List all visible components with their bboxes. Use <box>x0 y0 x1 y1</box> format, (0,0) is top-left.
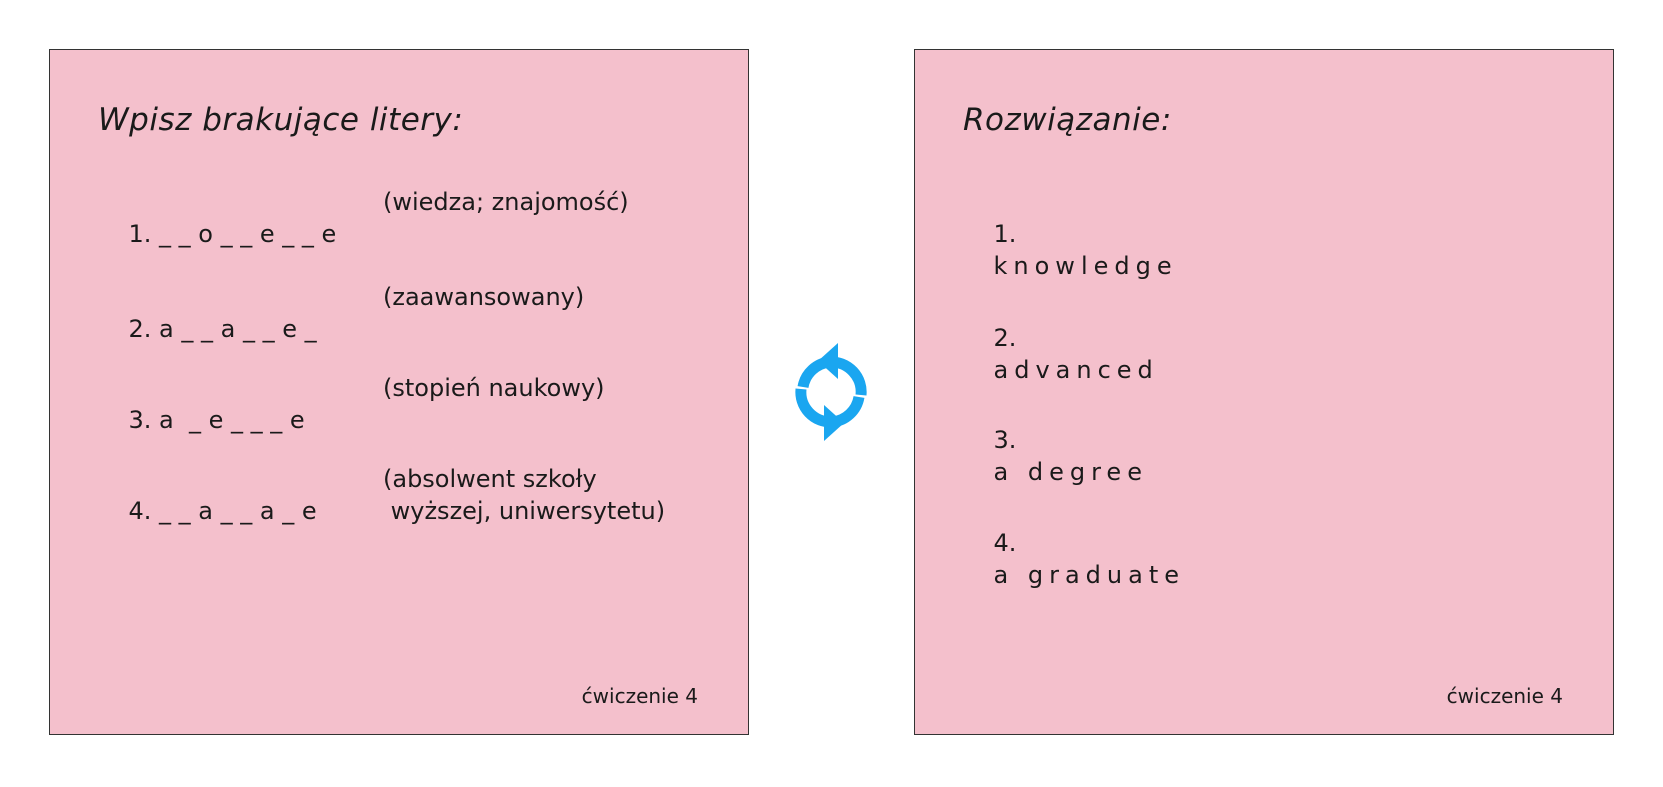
answer-word: a graduate <box>993 561 1185 589</box>
answer-item: 2. advanced <box>963 290 1159 418</box>
task-word[interactable]: 4. _ _ a _ _ a _ e <box>128 497 317 525</box>
solution-card: Rozwiązanie: 1. knowledge 2. advanced 3.… <box>914 49 1614 735</box>
task-item: 1. _ _ o _ _ e _ _ e (wiedza; znajomość) <box>98 186 629 314</box>
task-word[interactable]: 3. a _ e _ _ _ e <box>128 406 305 434</box>
solution-title: Rozwiązanie: <box>963 102 1172 138</box>
task-word[interactable]: 2. a _ _ a _ _ e _ <box>128 315 317 343</box>
task-hint: (stopień naukowy) <box>383 374 605 402</box>
answer-item: 4. a graduate <box>963 495 1185 623</box>
task-hint: (zaawansowany) <box>383 283 585 311</box>
task-word[interactable]: 1. _ _ o _ _ e _ _ e <box>128 220 337 248</box>
task-item: 4. _ _ a _ _ a _ e (absolwent szkoły wyż… <box>98 463 666 591</box>
answer-item: 1. knowledge <box>963 186 1178 314</box>
answer-word: advanced <box>993 356 1159 384</box>
answer-item: 3. a degree <box>963 392 1148 520</box>
exercise-label: ćwiczenie 4 <box>1446 684 1563 708</box>
answer-number: 1. <box>993 220 1017 248</box>
task-item: 2. a _ _ a _ _ e _ (zaawansowany) <box>98 281 585 409</box>
answer-number: 2. <box>993 324 1017 352</box>
task-hint: (wiedza; znajomość) <box>383 188 629 216</box>
answer-number: 4. <box>993 529 1017 557</box>
answer-word: a degree <box>993 458 1148 486</box>
answer-word: knowledge <box>993 252 1178 280</box>
exercise-card: Wpisz brakujące litery: 1. _ _ o _ _ e _… <box>49 49 749 735</box>
exercise-label: ćwiczenie 4 <box>581 684 698 708</box>
answer-number: 3. <box>993 426 1017 454</box>
refresh-icon[interactable] <box>786 337 876 447</box>
exercise-title: Wpisz brakujące litery: <box>98 102 464 138</box>
task-item: 3. a _ e _ _ _ e (stopień naukowy) <box>98 372 605 500</box>
task-hint: (absolwent szkoły wyższej, uniwersytetu) <box>383 465 666 525</box>
